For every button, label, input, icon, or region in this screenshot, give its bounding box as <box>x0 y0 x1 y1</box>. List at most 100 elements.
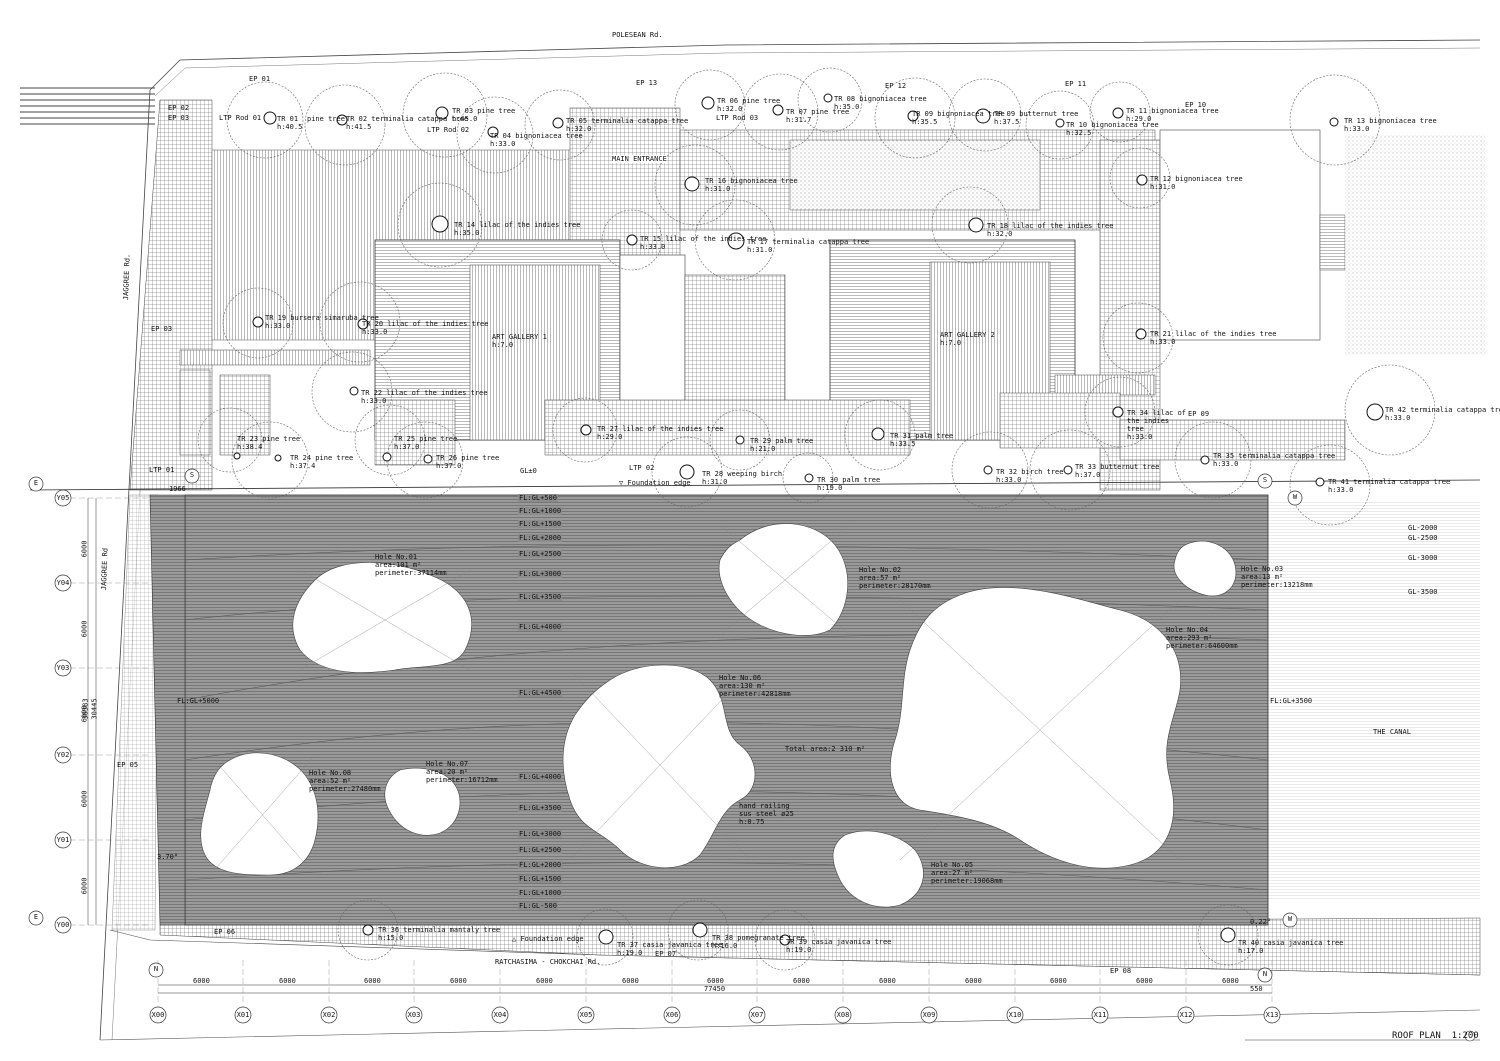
marker-w: W <box>1287 915 1293 923</box>
fl-level: FL:GL+2500 <box>518 550 563 558</box>
hole-03 <box>1173 540 1237 597</box>
canal-level: GL-3500 <box>1408 588 1438 596</box>
canal-label: THE CANAL <box>1373 728 1411 736</box>
slope-west: 3.70° <box>157 853 179 861</box>
fl-level: FL:GL+3000 <box>518 830 563 838</box>
fl-level: FL:GL+2000 <box>518 534 563 542</box>
dim-x: 6000 <box>193 977 210 985</box>
ep-label: EP 06 <box>214 928 236 936</box>
gallery1-name: ART GALLERY 1 <box>492 333 547 341</box>
dim-total-y: 30383 <box>81 698 90 720</box>
hole-04 <box>890 587 1181 869</box>
dim-x: 6000 <box>879 977 896 985</box>
tree-trunks <box>233 93 1384 946</box>
dim-y: 6000 <box>80 877 89 895</box>
grid-x-label: X00 <box>151 1011 165 1019</box>
ltp-label: LTP 01 <box>149 466 175 474</box>
ep-label: EP 05 <box>117 761 139 769</box>
fl-level: FL:GL+4500 <box>518 689 563 697</box>
ep-label: EP 02 <box>168 104 190 112</box>
fl-level: FL:GL+3500 <box>518 804 563 812</box>
ep-label: EP 08 <box>1110 967 1132 975</box>
fl-level: FL:GL+500 <box>518 494 558 502</box>
grid-x-label: X03 <box>407 1011 421 1019</box>
fl-west: FL:GL+5000 <box>177 697 220 705</box>
main-entrance: MAIN ENTRANCE <box>612 155 667 163</box>
grid-x-label: X10 <box>1008 1011 1022 1019</box>
crosswalk <box>20 87 155 125</box>
total-area: Total area:2 310 m² <box>785 745 866 753</box>
fl-level: FL:GL+1000 <box>518 507 563 515</box>
grid-x-label: X09 <box>922 1011 936 1019</box>
ltp-label: LTP Rod 01 <box>219 114 262 122</box>
ep-label: EP 13 <box>636 79 658 87</box>
grid-x-label: X05 <box>579 1011 593 1019</box>
dim-x: 6000 <box>793 977 810 985</box>
ltp-label: LTP Rod 03 <box>716 114 759 122</box>
road-west-upper: JAGGREE Rd. <box>122 253 132 301</box>
slope-east: 0.22° <box>1250 918 1272 926</box>
marker-s: S <box>189 471 195 479</box>
grid-y-label: Y02 <box>56 751 70 759</box>
grid-x-label: X01 <box>236 1011 250 1019</box>
dim-total-x: 77450 <box>704 985 726 993</box>
fl-level: FL:GL+1500 <box>518 875 563 883</box>
marker-n: N <box>1262 970 1268 978</box>
tree-canopies <box>197 67 1436 971</box>
dim-x: 6000 <box>965 977 982 985</box>
dim-end-x: 550 <box>1250 985 1263 993</box>
road-south: RATCHASIMA - CHOKCHAI Rd. <box>495 958 601 966</box>
fl-level: FL:GL+3000 <box>518 570 563 578</box>
dim-y: 6000 <box>80 540 89 558</box>
dim-y: 6000 <box>80 790 89 808</box>
marker-e: E <box>33 913 39 921</box>
ltp-label: LTP Rod 02 <box>427 126 470 134</box>
marker-e: E <box>33 479 39 487</box>
ep-label: EP 07 <box>655 950 677 958</box>
grid-x-label: X06 <box>665 1011 679 1019</box>
grid-x-label: X11 <box>1093 1011 1107 1019</box>
canal-level: GL-2000 <box>1408 524 1438 532</box>
fl-east: FL:GL+3500 <box>1270 697 1313 705</box>
fl-level: FL:GL+3500 <box>518 593 563 601</box>
foundation-edge-north: ▽ Foundation edge <box>619 479 691 487</box>
grid-x-label: X12 <box>1179 1011 1193 1019</box>
fl-level: FL:GL+4000 <box>518 773 563 781</box>
dim-y: 6000 <box>80 620 89 638</box>
road-west-lower: JAGGREE Rd <box>100 547 110 591</box>
ep-label: EP 03 <box>168 114 190 122</box>
drawing-title: ROOF PLAN 1:200 <box>1392 1031 1479 1041</box>
canal-level: GL-3000 <box>1408 554 1438 562</box>
